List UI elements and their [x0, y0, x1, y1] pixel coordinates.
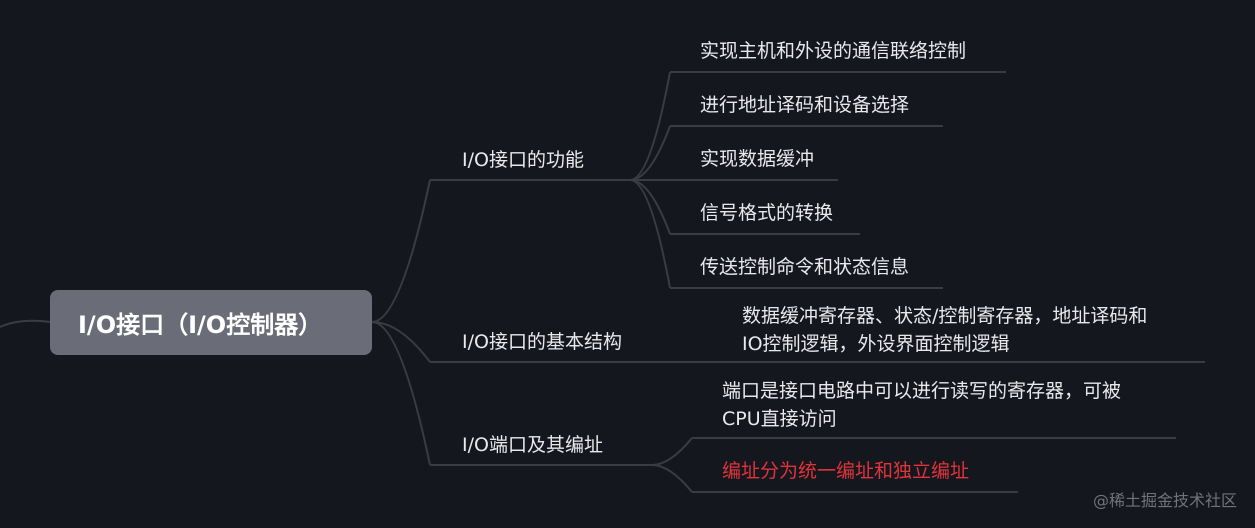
function-item-4-label: 信号格式的转换: [700, 202, 834, 224]
function-item-5[interactable]: 传送控制命令和状态信息: [700, 253, 909, 281]
port-item-1-line1: 端口是接口电路中可以进行读写的寄存器，可被: [722, 380, 1122, 402]
function-item-2[interactable]: 进行地址译码和设备选择: [700, 91, 909, 119]
branch-structure[interactable]: I/O接口的基本结构: [462, 328, 622, 356]
port-item-1-line2: CPU直接访问: [722, 408, 837, 430]
function-item-3-label: 实现数据缓冲: [700, 148, 815, 170]
root-to-structure-line: [371, 321, 431, 363]
structure-item-1[interactable]: 数据缓冲寄存器、状态/控制寄存器，地址译码和 IO控制逻辑，外设界面控制逻辑: [742, 302, 1147, 358]
function-item-3[interactable]: 实现数据缓冲: [700, 145, 814, 173]
branch-function[interactable]: I/O接口的功能: [462, 146, 584, 174]
function-item-5-label: 传送控制命令和状态信息: [700, 256, 910, 278]
port-item-2[interactable]: 编址分为统一编址和独立编址: [722, 457, 969, 485]
port-item-2-label: 编址分为统一编址和独立编址: [722, 460, 970, 482]
function-item-1[interactable]: 实现主机和外设的通信联络控制: [700, 37, 966, 65]
left-stub-line: [0, 319, 51, 328]
root-label: I/O接口（I/O控制器）: [78, 311, 323, 339]
branch-port-label: I/O端口及其编址: [462, 434, 603, 456]
structure-item-1-line1: 数据缓冲寄存器、状态/控制寄存器，地址译码和: [742, 305, 1148, 327]
port-item-1[interactable]: 端口是接口电路中可以进行读写的寄存器，可被 CPU直接访问: [722, 377, 1121, 433]
function-item-4[interactable]: 信号格式的转换: [700, 199, 833, 227]
branch-structure-label: I/O接口的基本结构: [462, 331, 622, 353]
watermark: @稀土掘金技术社区: [1092, 491, 1237, 510]
function-item-2-label: 进行地址译码和设备选择: [700, 94, 910, 116]
function-item-1-label: 实现主机和外设的通信联络控制: [700, 40, 967, 62]
root-node[interactable]: I/O接口（I/O控制器）: [50, 290, 372, 355]
branch-function-label: I/O接口的功能: [462, 149, 584, 171]
root-to-function-line: [371, 179, 431, 323]
root-to-port-line: [371, 321, 431, 466]
structure-item-1-line2: IO控制逻辑，外设界面控制逻辑: [742, 333, 1010, 355]
branch-port[interactable]: I/O端口及其编址: [462, 431, 603, 459]
